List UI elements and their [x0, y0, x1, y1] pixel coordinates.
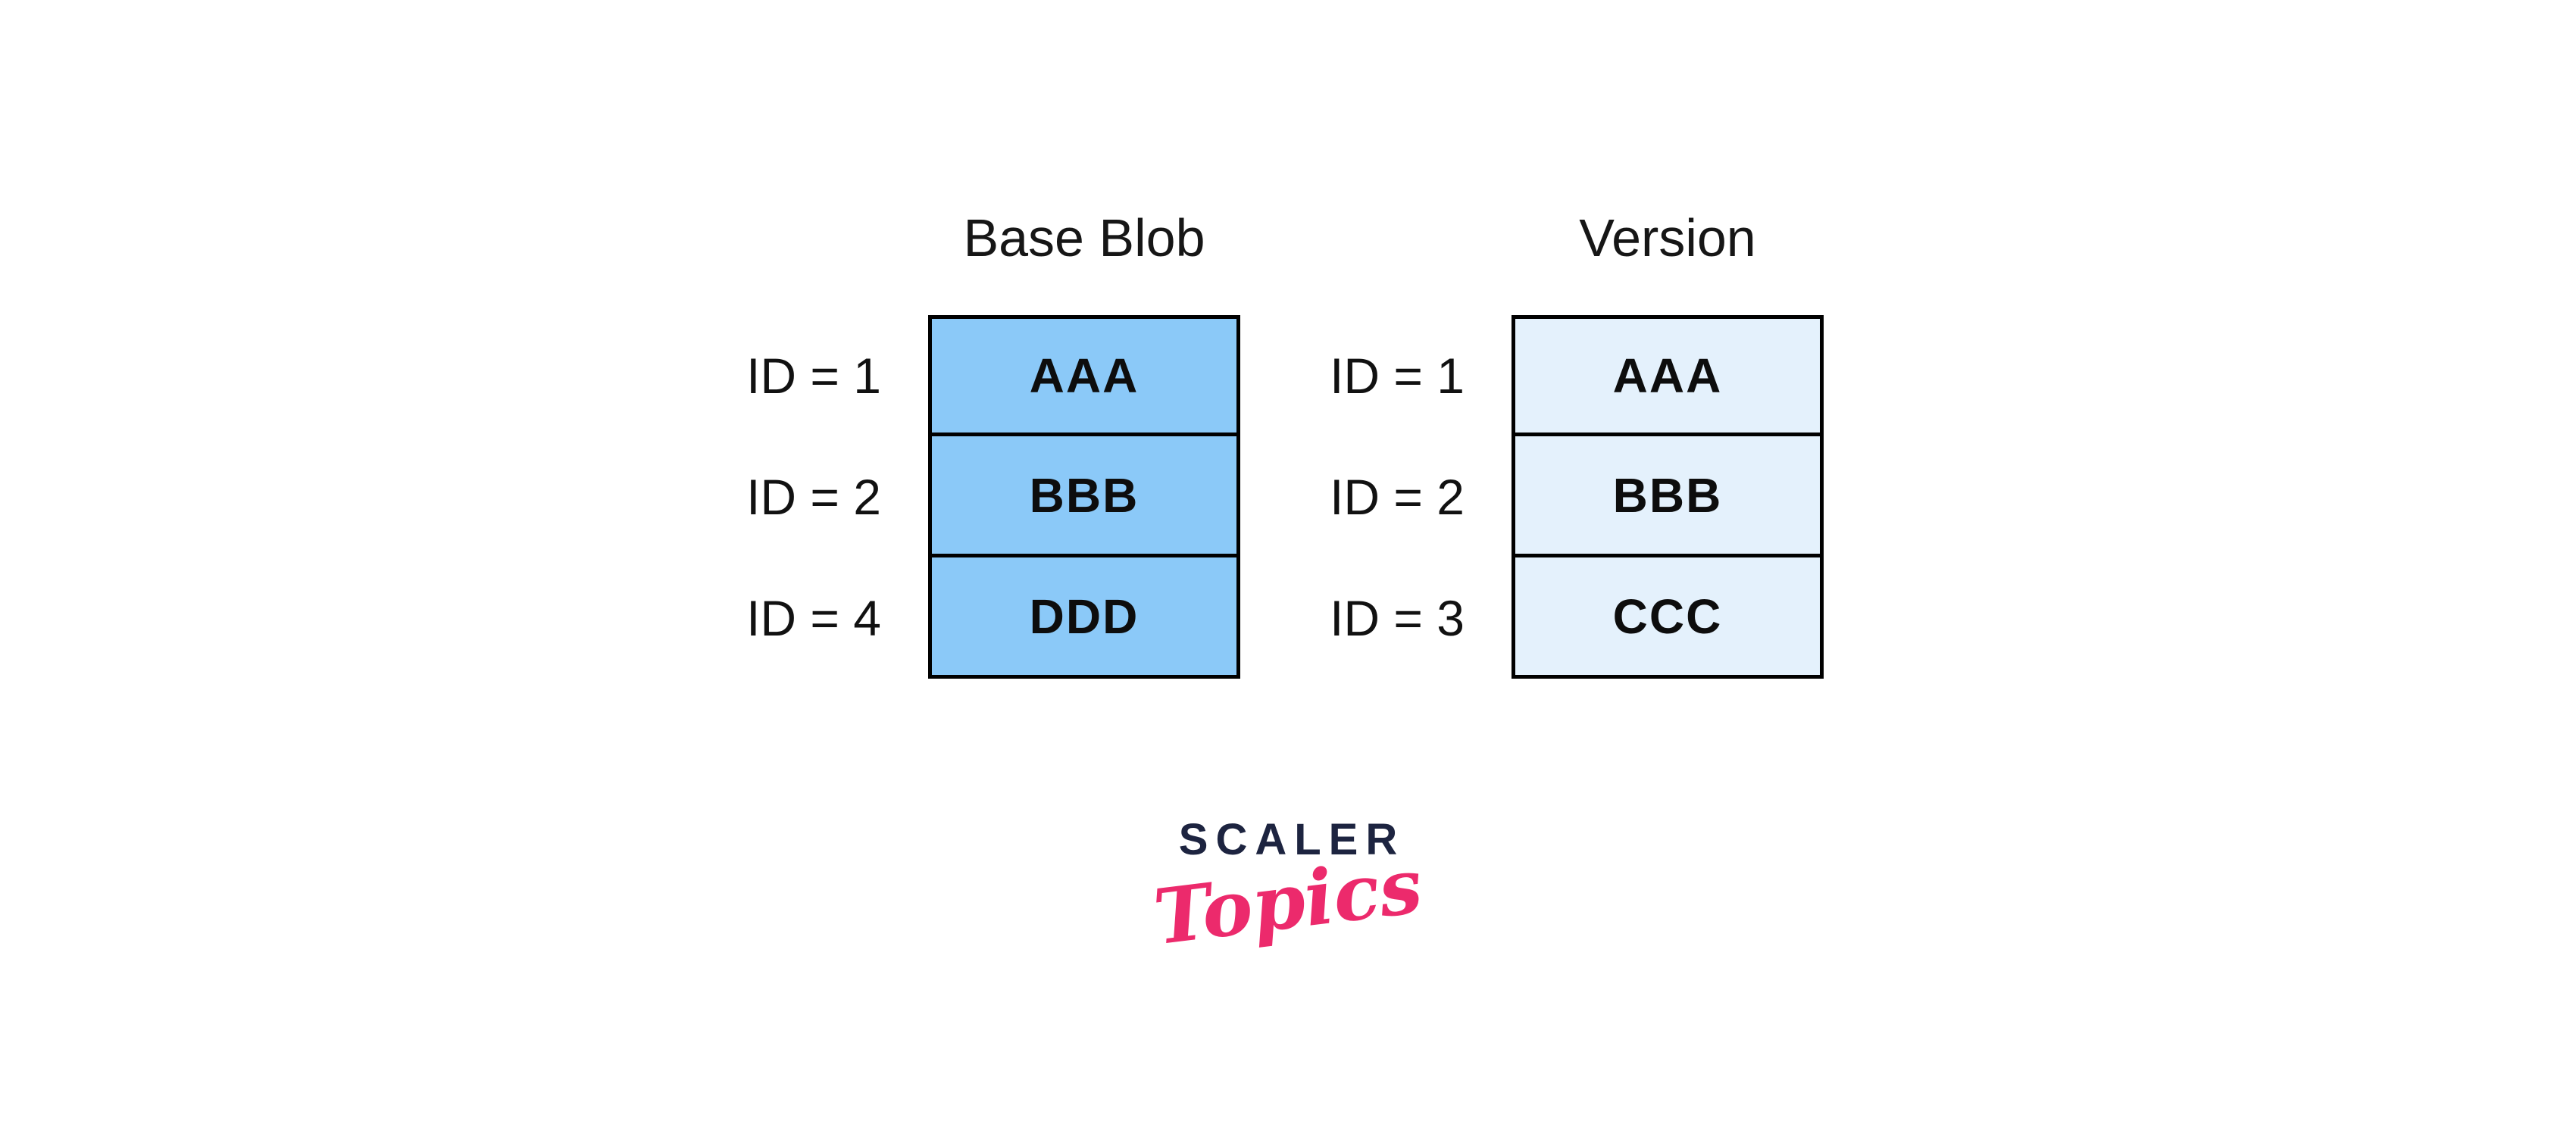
scaler-topics-logo: SCALER Topics — [1149, 815, 1427, 963]
version-group: Version ID = 1 AAA ID = 2 BBB ID = 3 CCC — [1245, 211, 1824, 679]
version-title: Version — [1579, 208, 1756, 267]
scaler-wordmark: SCALER — [1178, 815, 1405, 864]
table-row: ID = 4 DDD — [661, 557, 1240, 679]
table-row: ID = 3 CCC — [1245, 557, 1824, 679]
row-value-cell: AAA — [1512, 315, 1824, 436]
version-table: ID = 1 AAA ID = 2 BBB ID = 3 CCC — [1245, 315, 1824, 679]
row-id-label: ID = 1 — [1330, 348, 1465, 404]
row-value-cell: CCC — [1512, 557, 1824, 679]
base-blob-table: ID = 1 AAA ID = 2 BBB ID = 4 DDD — [661, 315, 1240, 679]
table-row: ID = 1 AAA — [1245, 315, 1824, 436]
row-id-label: ID = 2 — [746, 469, 881, 525]
row-value-cell: DDD — [928, 557, 1240, 679]
row-value-cell: AAA — [928, 315, 1240, 436]
row-id-label: ID = 2 — [1330, 469, 1465, 525]
base-blob-group: Base Blob ID = 1 AAA ID = 2 BBB ID = 4 D… — [661, 211, 1240, 679]
row-value-cell: BBB — [928, 436, 1240, 557]
table-row: ID = 2 BBB — [661, 436, 1240, 557]
row-id-label: ID = 1 — [746, 348, 881, 404]
row-id-label: ID = 4 — [746, 590, 881, 646]
table-row: ID = 1 AAA — [661, 315, 1240, 436]
base-blob-title: Base Blob — [963, 208, 1205, 267]
table-row: ID = 2 BBB — [1245, 436, 1824, 557]
row-value-cell: BBB — [1512, 436, 1824, 557]
row-id-label: ID = 3 — [1330, 590, 1465, 646]
